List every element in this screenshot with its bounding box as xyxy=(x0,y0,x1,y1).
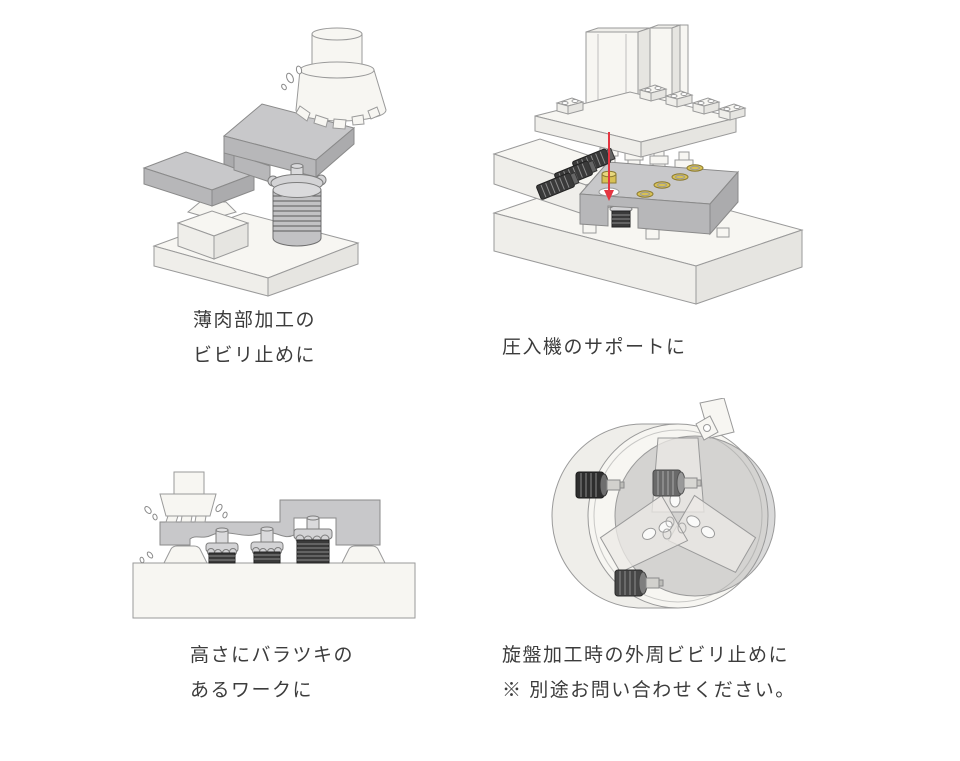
caption-press-fit-machine: 圧入機のサポートに xyxy=(502,330,687,365)
caption-line: あるワークに xyxy=(190,680,314,701)
figure-height-variation xyxy=(130,400,420,620)
caption-line: ビビリ止めに xyxy=(193,345,317,366)
press-head-plate-icon xyxy=(534,91,737,158)
caption-line: 薄肉部加工の xyxy=(193,310,317,331)
chatter-marks-icon xyxy=(139,503,228,564)
caption-line: ※ 別途お問い合わせください。 xyxy=(502,680,796,701)
press-arrow-icon xyxy=(604,132,614,201)
caption-line: 高さにバラツキの xyxy=(190,645,355,666)
figure-thin-wall-milling xyxy=(140,18,420,302)
periphery-screw-jacks-icon xyxy=(575,469,702,597)
face-mill-icon xyxy=(295,27,387,130)
base-block-icon xyxy=(132,562,416,619)
press-fit-illustration xyxy=(492,24,804,305)
caption-height-variation: 高さにバラツキの あるワークに xyxy=(190,638,354,708)
figure-press-fit-machine xyxy=(480,8,810,310)
mounting-blocks-icon xyxy=(555,84,747,121)
side-screw-jacks-icon xyxy=(536,147,616,200)
screw-jack-small-1-icon xyxy=(205,527,239,564)
caption-thin-wall-milling: 薄肉部加工の ビビリ止めに xyxy=(193,303,316,373)
clamp-block-icon xyxy=(176,201,250,260)
thin-wall-milling-illustration xyxy=(142,27,387,297)
cone-supports-icon xyxy=(163,545,386,564)
caption-lathe-od-support: 旋盤加工時の外周ビビリ止めに ※ 別途お問い合わせください。 xyxy=(502,638,796,708)
caption-line: 圧入機のサポートに xyxy=(502,337,687,358)
turning-tool-icon xyxy=(695,398,735,441)
wavy-workpiece-icon xyxy=(159,499,381,546)
screw-jack-tall-icon xyxy=(293,515,333,564)
figure-lathe-od-support xyxy=(520,398,780,630)
stepped-workpiece-icon xyxy=(142,103,356,207)
face-mill-icon xyxy=(159,471,217,523)
height-variation-illustration xyxy=(132,471,416,619)
screw-jack-icon xyxy=(267,163,327,247)
screw-jack-small-2-icon xyxy=(250,526,284,564)
lathe-chuck-illustration xyxy=(551,398,776,609)
caption-line: 旋盤加工時の外周ビビリ止めに xyxy=(502,645,790,666)
chatter-marks-icon xyxy=(281,65,303,91)
press-columns-icon xyxy=(585,24,689,105)
